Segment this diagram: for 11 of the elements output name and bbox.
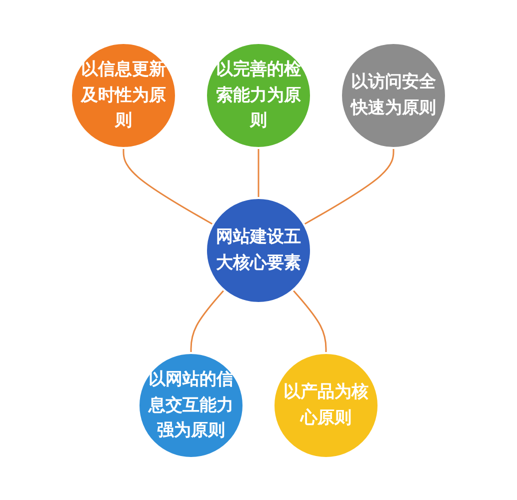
connector (122, 148, 214, 225)
node-circle: 网站建设五大核心要素 (205, 196, 312, 304)
connector (258, 148, 260, 198)
node-circle: 以产品为核心原则 (272, 352, 380, 458)
node-circle: 以网站的信息交互能力强为原则 (138, 352, 244, 458)
connector (292, 289, 327, 352)
connector (304, 148, 394, 225)
connector (190, 289, 225, 352)
node-circle: 以访问安全快速为原则 (340, 42, 447, 148)
node-circle: 以完善的检索能力为原则 (205, 42, 312, 148)
node-circle: 以信息更新及时性为原则 (70, 42, 177, 148)
